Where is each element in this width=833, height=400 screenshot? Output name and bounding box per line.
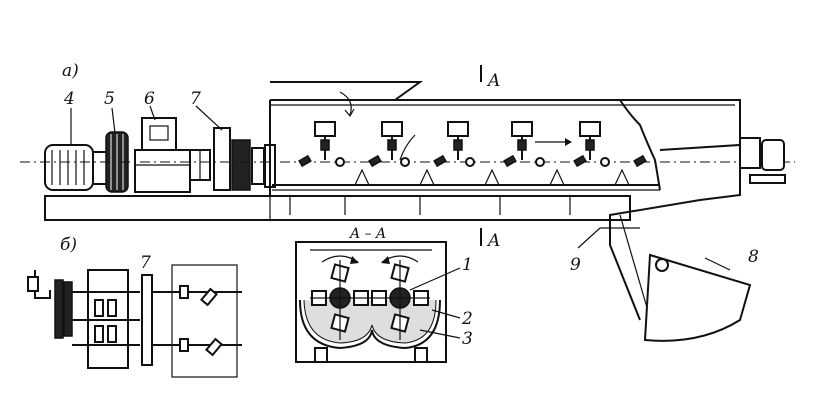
part-label-1: 1 bbox=[462, 255, 473, 275]
part-label-2: 2 bbox=[461, 309, 473, 329]
discharge-gate bbox=[643, 253, 752, 342]
part-label-4: 4 bbox=[63, 89, 75, 109]
section-title: A – A bbox=[348, 226, 386, 242]
part-label-5: 5 bbox=[104, 89, 115, 109]
flow-arrow bbox=[339, 91, 352, 116]
section-a-a bbox=[295, 241, 461, 363]
part-label-8: 8 bbox=[748, 247, 759, 267]
section-housing bbox=[295, 241, 447, 363]
label-view-a: а) bbox=[62, 61, 79, 81]
coupling-icon bbox=[189, 149, 211, 181]
scheme-clutch bbox=[141, 274, 153, 366]
view-a bbox=[20, 65, 795, 342]
clutch-icon bbox=[213, 127, 276, 191]
mixer-trough bbox=[269, 81, 786, 321]
part-label-6: 6 bbox=[144, 89, 155, 109]
label-section-top: A bbox=[486, 71, 500, 91]
gear-reducer-icon bbox=[134, 117, 191, 193]
part-label-3: 3 bbox=[462, 329, 473, 349]
section-trough bbox=[299, 299, 441, 350]
part-label-7-scheme: 7 bbox=[140, 253, 151, 273]
part-label-7: 7 bbox=[190, 89, 201, 109]
base-frame bbox=[44, 195, 631, 221]
label-section-bottom: A bbox=[486, 231, 500, 251]
view-b bbox=[27, 264, 242, 378]
electric-motor-icon bbox=[44, 144, 108, 191]
label-view-b: б) bbox=[60, 235, 77, 255]
paddle-row bbox=[298, 121, 647, 186]
part-label-9: 9 bbox=[570, 255, 581, 275]
